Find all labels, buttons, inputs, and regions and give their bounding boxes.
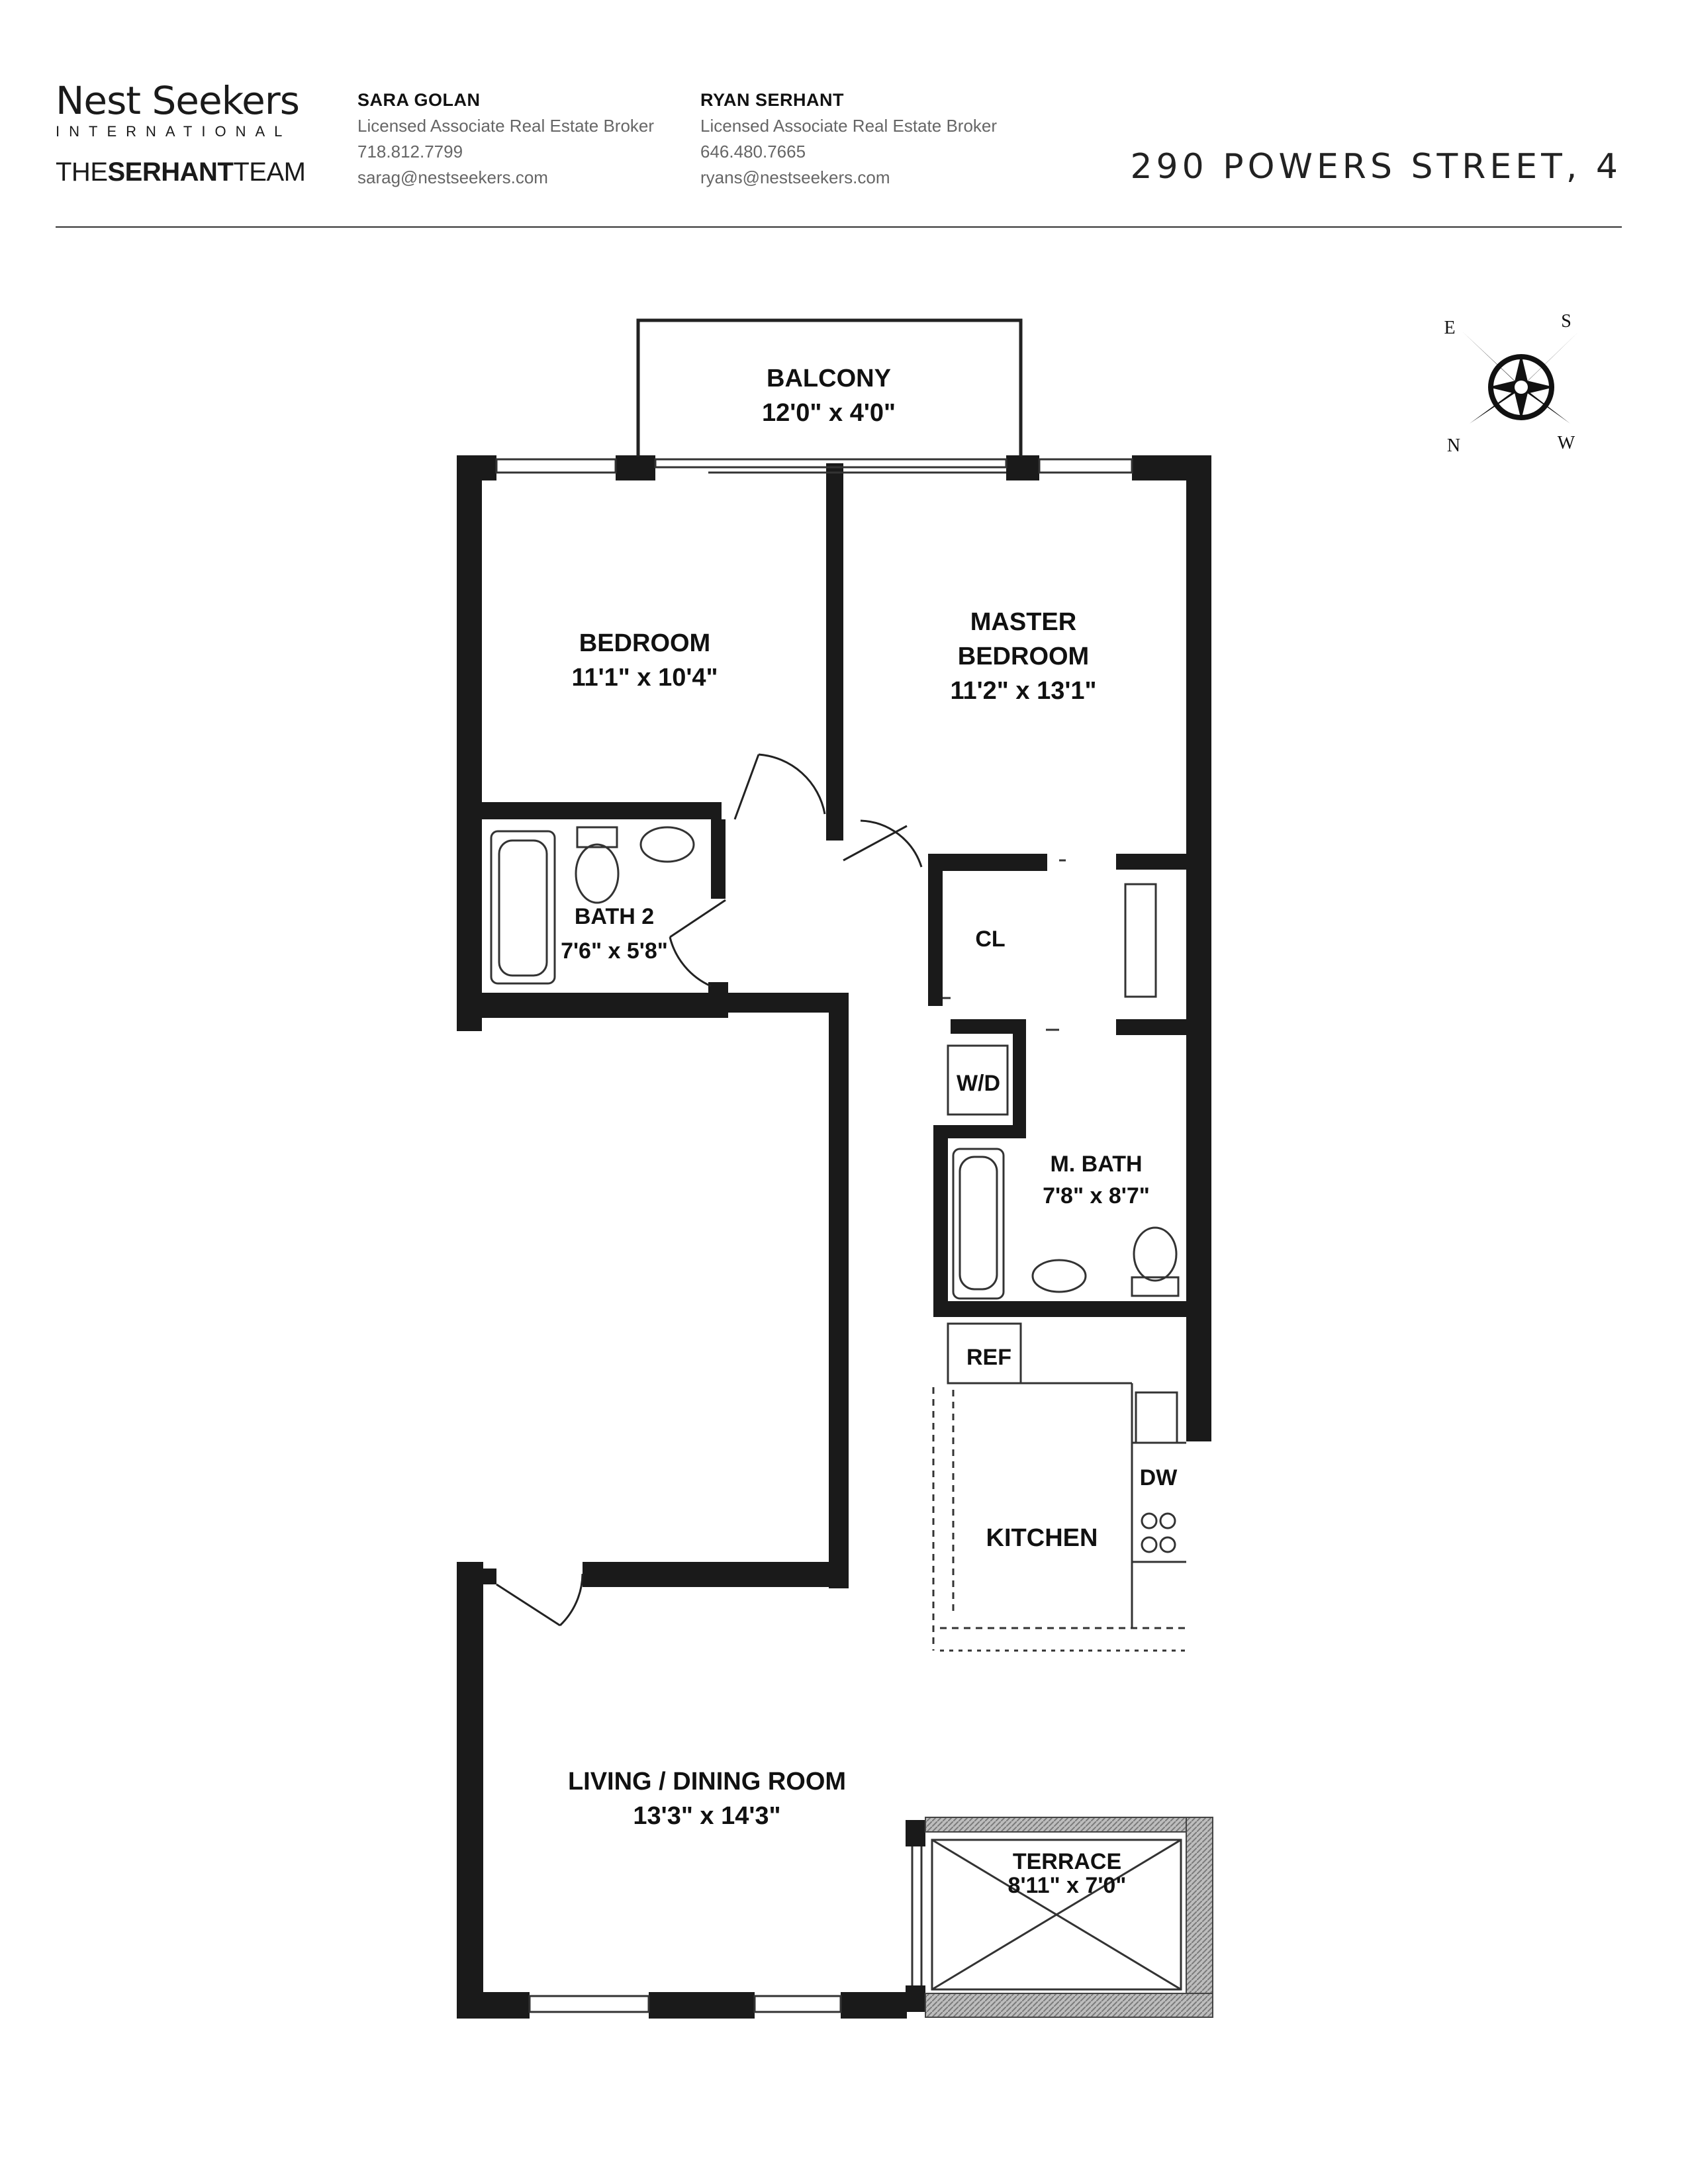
closet-label: CL	[975, 927, 1005, 952]
bath2-name: BATH 2	[575, 904, 654, 929]
brand-subtitle: INTERNATIONAL	[56, 123, 292, 140]
refrigerator-label: REF	[966, 1345, 1011, 1370]
agent-name: RYAN SERHANT	[700, 90, 845, 110]
doors	[496, 753, 923, 1627]
header-divider	[56, 226, 1622, 228]
bedroom-size: 11'1" x 10'4"	[571, 664, 718, 692]
team-name: THESERHANTTEAM	[56, 158, 320, 187]
terrace-size: 8'11" x 7'0"	[1008, 1873, 1127, 1898]
master-bath-name: M. BATH	[1050, 1152, 1142, 1177]
team-prefix: THE	[56, 158, 108, 187]
master-bedroom-name-line1: MASTER	[970, 608, 1076, 636]
balcony-name: BALCONY	[767, 365, 891, 392]
master-bedroom-name-line2: BEDROOM	[958, 643, 1089, 670]
washer-dryer-label: W/D	[957, 1071, 1000, 1096]
team-suffix: TEAM	[233, 158, 306, 187]
living-dining-name: LIVING / DINING ROOM	[568, 1768, 846, 1796]
compass-rose-icon: E S N W	[1444, 311, 1579, 456]
windows	[495, 458, 1133, 2013]
agent-title: Licensed Associate Real Estate Broker	[357, 116, 655, 136]
washer-dryer	[947, 1044, 1009, 1116]
terrace	[925, 1817, 1213, 2018]
kitchen-fixtures	[932, 1322, 1186, 1652]
walls	[457, 455, 1211, 2019]
compass-s: S	[1561, 311, 1571, 332]
master-bath-size: 7'8" x 8'7"	[1043, 1183, 1150, 1208]
living-dining-size: 13'3" x 14'3"	[633, 1802, 780, 1830]
agent-phone: 646.480.7665	[700, 142, 806, 161]
bath2-fixtures	[490, 826, 695, 985]
agent-email: sarag@nestseekers.com	[357, 167, 548, 187]
bedroom-name: BEDROOM	[579, 629, 710, 657]
agent-contact-2: RYAN SERHANT Licensed Associate Real Est…	[700, 87, 997, 191]
agent-email: ryans@nestseekers.com	[700, 167, 890, 187]
kitchen-name: KITCHEN	[986, 1524, 1098, 1552]
brand-logo: Nest Seekers INTERNATIONAL THESERHANTTEA…	[56, 79, 320, 187]
team-bold: SERHANT	[107, 158, 234, 187]
balcony	[636, 318, 1023, 457]
master-bedroom-size: 11'2" x 13'1"	[950, 677, 1096, 705]
closet-lines	[943, 859, 1157, 1031]
compass-w: W	[1558, 433, 1575, 453]
terrace-name: TERRACE	[1013, 1849, 1121, 1874]
brand-name: Nest Seekers	[56, 78, 300, 123]
agent-contact-1: SARA GOLAN Licensed Associate Real Estat…	[357, 87, 654, 191]
compass-e: E	[1444, 318, 1455, 338]
balcony-size: 12'0" x 4'0"	[762, 399, 896, 427]
dishwasher-label: DW	[1140, 1465, 1178, 1490]
master-bath-fixtures	[952, 1148, 1180, 1300]
agent-phone: 718.812.7799	[357, 142, 463, 161]
bath2-size: 7'6" x 5'8"	[561, 938, 668, 964]
compass-n: N	[1447, 435, 1460, 456]
property-address: 290 POWERS STREET, 4	[1130, 147, 1622, 187]
agent-title: Licensed Associate Real Estate Broker	[700, 116, 998, 136]
agent-name: SARA GOLAN	[357, 90, 481, 110]
